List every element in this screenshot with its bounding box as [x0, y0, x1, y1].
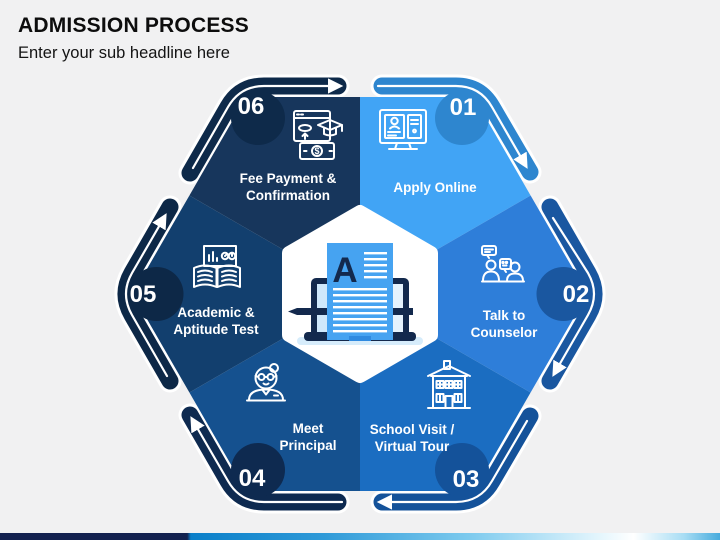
document-base-notch — [349, 336, 371, 341]
step-06-number-badge — [231, 91, 285, 145]
step-02-label-line1: Talk to — [483, 308, 526, 323]
step-04-label-line2: Principal — [279, 438, 336, 453]
step-03-segment — [360, 335, 531, 491]
dollar-glyph: $ — [314, 146, 319, 156]
step-03-flow-arrow — [376, 419, 529, 510]
step-03-school-visit: 03 School Visit / Virtual Tour — [360, 335, 542, 514]
step-05-label-line2: Aptitude Test — [173, 322, 259, 337]
step-02-talk-to-counselor: 02 Talk to Counselor — [431, 195, 606, 393]
step-06-label-line2: Confirmation — [246, 188, 330, 203]
step-04-segment — [189, 335, 360, 491]
principal-person-icon — [246, 363, 286, 402]
center-illustration: A — [282, 205, 438, 383]
step-03-number: 03 — [453, 466, 480, 493]
step-05-label-line1: Academic & — [177, 305, 255, 320]
step-03-label-line1: School Visit / — [370, 422, 455, 437]
step-04-number: 04 — [239, 465, 266, 492]
document-text-lines — [333, 252, 387, 333]
step-02-segment — [431, 195, 588, 393]
step-02-label-line2: Counselor — [471, 325, 539, 340]
step-06-flow-arrow — [191, 78, 344, 170]
step-03-label-line2: Virtual Tour — [375, 439, 450, 454]
step-02-flow-arrow — [551, 216, 596, 377]
talk-to-counselor-icon — [481, 245, 525, 283]
open-book-charts-icon — [193, 245, 241, 288]
step-01-apply-online: 01 Apply Online — [360, 74, 542, 253]
step-05-flow-arrow — [124, 213, 169, 378]
apply-online-monitor-icon — [379, 109, 427, 150]
step-01-number: 01 — [450, 94, 477, 121]
step-01-label: Apply Online — [393, 180, 477, 195]
step-06-fee-payment: 06 $ Fee Payment & Confirmation — [178, 74, 360, 253]
step-01-flow-arrow — [376, 84, 528, 169]
step-02-number-badge — [536, 267, 591, 321]
step-04-meet-principal: 04 Meet Principal — [178, 335, 360, 514]
step-06-number: 06 — [238, 93, 265, 120]
step-01-number-badge — [435, 91, 489, 145]
step-06-label-line1: Fee Payment & — [240, 171, 337, 186]
step-02-number: 02 — [563, 281, 590, 308]
step-04-flow-arrow — [190, 416, 344, 504]
step-05-number: 05 — [130, 281, 157, 308]
step-04-number-badge — [231, 443, 285, 497]
document-letter: A — [332, 251, 357, 290]
step-05-number-badge — [129, 267, 184, 321]
school-building-icon — [427, 360, 471, 409]
step-05-academic-test: 05 Academic & Aptitude Test — [114, 195, 289, 393]
footer-accent-bar — [0, 533, 720, 540]
fee-payment-icon: $ — [293, 110, 343, 160]
page-title: ADMISSION PROCESS — [18, 14, 249, 37]
step-06-segment — [189, 97, 360, 253]
step-05-segment — [132, 195, 289, 393]
step-03-number-badge — [435, 443, 489, 497]
step-04-label-line1: Meet — [293, 421, 324, 436]
page-subtitle: Enter your sub headline here — [18, 44, 230, 62]
pencil-tip — [288, 308, 297, 315]
step-01-segment — [360, 97, 531, 253]
